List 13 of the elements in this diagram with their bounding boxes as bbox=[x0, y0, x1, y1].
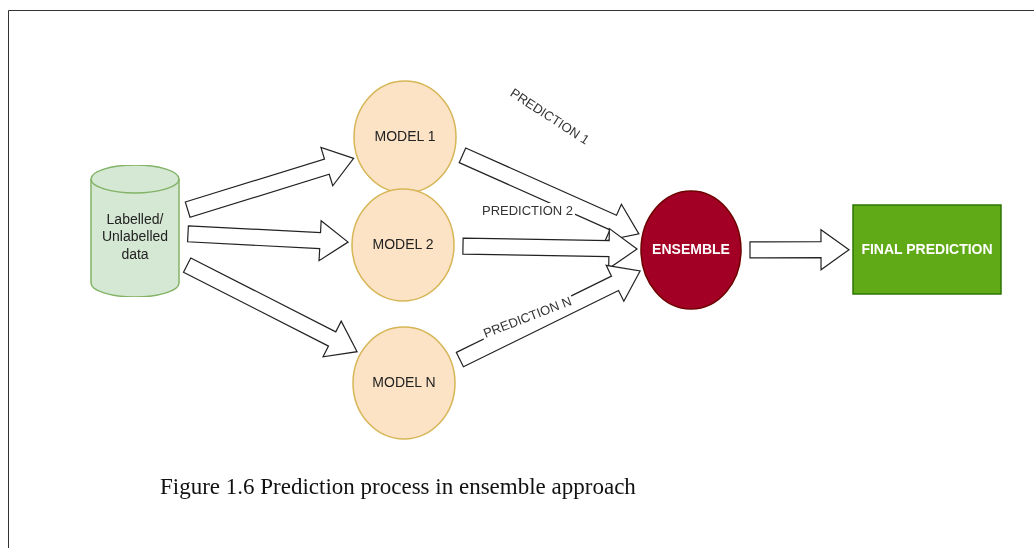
block-arrow bbox=[184, 146, 355, 219]
node-label: MODEL N bbox=[372, 374, 436, 392]
node-label: ENSEMBLE bbox=[652, 241, 730, 259]
block-arrow bbox=[186, 219, 350, 262]
block-arrow bbox=[458, 147, 640, 242]
node-label: FINAL PREDICTION bbox=[861, 240, 993, 259]
figure-caption: Figure 1.6 Prediction process in ensemble approach bbox=[160, 474, 636, 500]
block-arrow bbox=[749, 228, 851, 271]
edge-label: PREDICTION 2 bbox=[480, 203, 575, 218]
node-label: Labelled/ Unlabelled data bbox=[100, 210, 170, 264]
node-label: MODEL 1 bbox=[374, 128, 436, 146]
block-arrow bbox=[182, 257, 358, 358]
node-label: MODEL 2 bbox=[372, 236, 434, 254]
